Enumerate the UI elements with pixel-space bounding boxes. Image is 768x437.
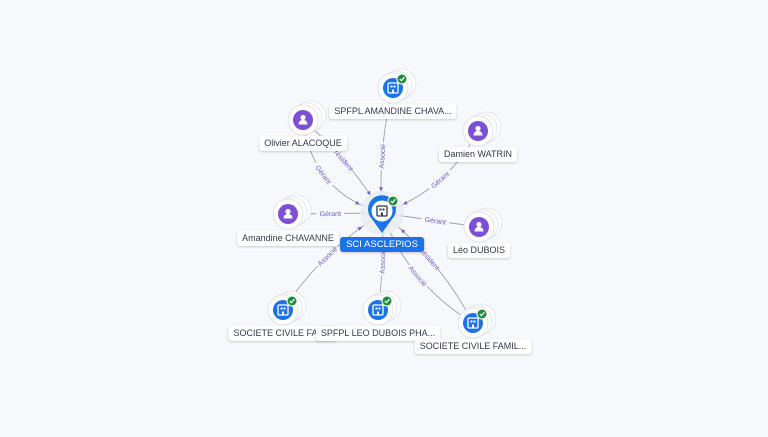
verified-check-icon bbox=[286, 295, 298, 307]
person-icon bbox=[293, 110, 313, 130]
person-node-damien[interactable] bbox=[462, 111, 502, 147]
edge-label-bg bbox=[420, 214, 450, 227]
edge-label: Gérant bbox=[320, 211, 342, 218]
building-icon bbox=[463, 313, 483, 333]
node-label[interactable]: SOCIETE CIVILE FAM... bbox=[228, 326, 338, 341]
person-node-olivier[interactable] bbox=[287, 100, 327, 136]
node-label[interactable]: Léo DUBOIS bbox=[447, 243, 511, 258]
edge-arrow bbox=[366, 190, 371, 196]
edge-label: Associé bbox=[379, 144, 388, 169]
company-node-spfpl-leo[interactable] bbox=[362, 290, 402, 326]
verified-check-icon bbox=[396, 73, 408, 85]
edge-label: Associé bbox=[317, 246, 339, 268]
node-label[interactable]: Damien WATRIN bbox=[438, 147, 518, 162]
node-label[interactable]: SOCIETE CIVILE FAMIL... bbox=[414, 339, 532, 354]
edge-label-bg bbox=[316, 209, 345, 218]
company-node-spfpl-amandine[interactable] bbox=[377, 68, 417, 104]
company-node-sc-fam1[interactable] bbox=[267, 290, 307, 326]
node-label[interactable]: Amandine CHAVANNE bbox=[237, 231, 339, 246]
building-icon bbox=[368, 300, 388, 320]
center-node[interactable] bbox=[360, 191, 404, 235]
center-node-label[interactable]: SCI ASCLEPIOS bbox=[340, 237, 424, 252]
verified-check-icon bbox=[387, 195, 399, 207]
person-icon bbox=[469, 217, 489, 237]
building-icon bbox=[273, 300, 293, 320]
edge-label-bg bbox=[426, 167, 454, 193]
edge-label-bg bbox=[377, 142, 388, 171]
node-label[interactable]: Olivier ALACOQUE bbox=[259, 136, 347, 151]
edge-arrow bbox=[403, 200, 408, 205]
edge-arrow bbox=[355, 200, 360, 205]
edge-label-bg bbox=[314, 243, 341, 269]
person-icon bbox=[278, 204, 298, 224]
building-icon bbox=[383, 78, 403, 98]
edge-label-bg bbox=[311, 161, 336, 189]
edge-label-bg bbox=[330, 145, 355, 172]
edge-arrow bbox=[378, 187, 383, 192]
edge-label: Associé bbox=[407, 265, 428, 288]
node-label[interactable]: SPFPL LEO DUBOIS PHA... bbox=[315, 326, 441, 341]
building-icon bbox=[376, 205, 388, 217]
verified-check-icon bbox=[381, 295, 393, 307]
edge-label: Associé bbox=[379, 249, 387, 274]
edge-arrow bbox=[357, 226, 362, 231]
edge-label-bg bbox=[405, 262, 430, 290]
company-node-sc-fam2[interactable] bbox=[457, 303, 497, 339]
node-label[interactable]: SPFPL AMANDINE CHAVA... bbox=[329, 104, 457, 119]
edge-arrow bbox=[401, 229, 406, 234]
person-node-amandine[interactable] bbox=[272, 194, 312, 230]
person-icon bbox=[468, 121, 488, 141]
edge-label: Gérant bbox=[424, 217, 446, 227]
verified-check-icon bbox=[476, 308, 488, 320]
edge-label-bg bbox=[377, 247, 388, 276]
person-node-leo[interactable] bbox=[463, 207, 503, 243]
edge-label: Gérant bbox=[313, 165, 331, 186]
